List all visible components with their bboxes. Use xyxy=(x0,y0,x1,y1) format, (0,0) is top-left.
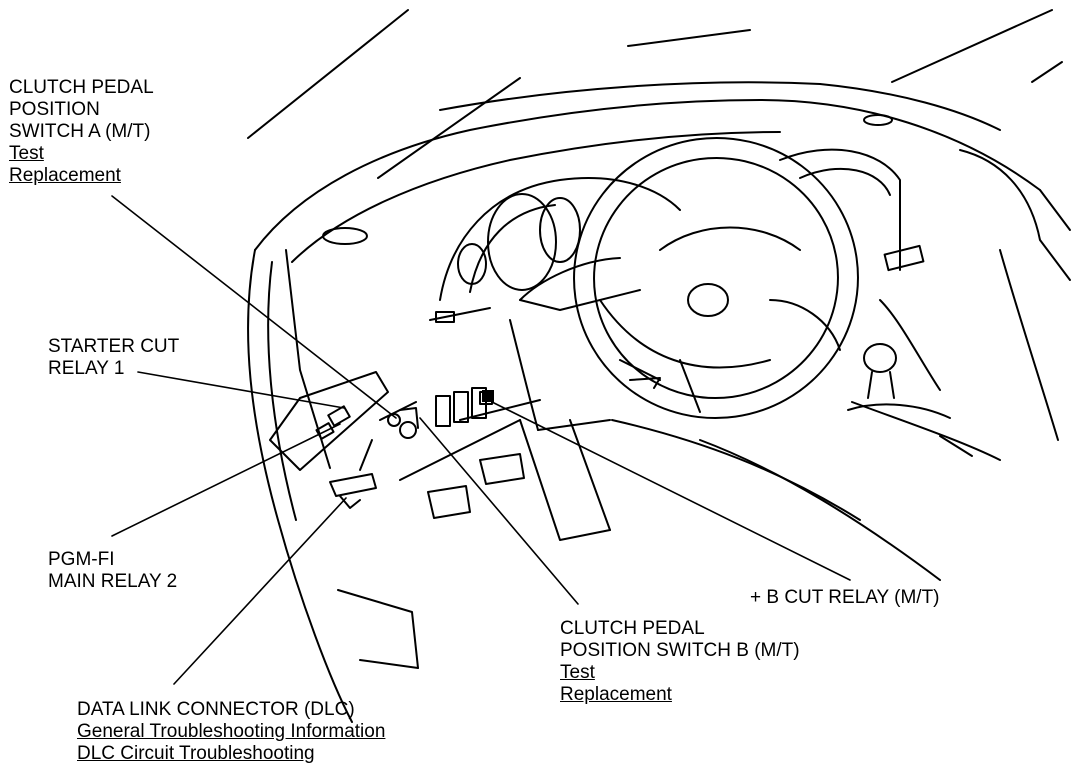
test-link[interactable]: Test xyxy=(9,143,44,164)
callout-dlc: DATA LINK CONNECTOR (DLC) General Troubl… xyxy=(77,699,385,765)
callout-line: MAIN RELAY 2 xyxy=(48,571,178,592)
callout-line: SWITCH A (M/T) xyxy=(9,121,151,142)
leader-pgm-fi-relay xyxy=(111,423,341,537)
leader-clutch-switch-b xyxy=(419,417,579,605)
callout-line: POSITION xyxy=(9,99,100,120)
leader-starter-cut-relay xyxy=(137,371,345,409)
leader-b-cut-relay xyxy=(491,401,851,581)
replacement-link[interactable]: Replacement xyxy=(560,684,672,705)
callout-line: + B CUT RELAY (M/T) xyxy=(750,587,940,608)
callout-line: PGM-FI xyxy=(48,549,115,570)
callout-line: CLUTCH PEDAL xyxy=(560,618,705,639)
general-troubleshooting-link[interactable]: General Troubleshooting Information xyxy=(77,721,386,742)
callout-line: CLUTCH PEDAL xyxy=(9,77,154,98)
leader-lines xyxy=(111,195,851,685)
lower-dash xyxy=(379,319,941,581)
callout-line: DATA LINK CONNECTOR (DLC) xyxy=(77,699,355,720)
replacement-link[interactable]: Replacement xyxy=(9,165,121,186)
leader-dlc xyxy=(173,497,347,685)
test-link[interactable]: Test xyxy=(560,662,595,683)
callout-clutch-switch-a: CLUTCH PEDAL POSITION SWITCH A (M/T) Tes… xyxy=(9,77,154,187)
left-panel xyxy=(247,249,419,723)
callout-b-cut-relay: + B CUT RELAY (M/T) xyxy=(750,587,940,609)
callout-line: STARTER CUT xyxy=(48,336,180,357)
callout-line: RELAY 1 xyxy=(48,358,125,379)
callout-pgm-fi-relay: PGM-FI MAIN RELAY 2 xyxy=(48,549,177,593)
relay-bracket xyxy=(269,371,419,509)
callout-starter-cut-relay: STARTER CUT RELAY 1 xyxy=(48,336,179,380)
gear-shifter xyxy=(847,343,973,457)
leader-clutch-switch-a xyxy=(111,195,397,419)
dlc-circuit-troubleshooting-link[interactable]: DLC Circuit Troubleshooting xyxy=(77,743,315,764)
callout-line: POSITION SWITCH B (M/T) xyxy=(560,640,800,661)
steering-wheel xyxy=(519,136,859,420)
switch-panel xyxy=(435,387,494,427)
instrument-cluster xyxy=(429,177,681,323)
dashboard-outline xyxy=(254,81,1071,263)
callout-clutch-switch-b: CLUTCH PEDAL POSITION SWITCH B (M/T) Tes… xyxy=(560,618,800,706)
center-console xyxy=(779,148,1071,461)
windshield-lines xyxy=(247,9,1063,179)
